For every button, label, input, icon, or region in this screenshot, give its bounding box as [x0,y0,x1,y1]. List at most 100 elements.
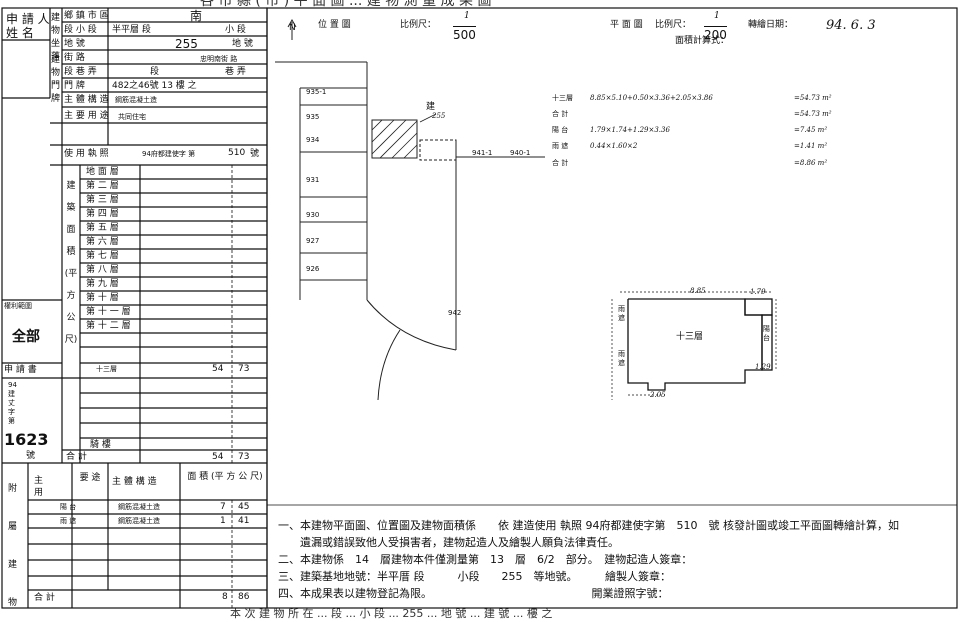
attached-header-use: 要 途 [79,473,101,483]
draw-date-label: 轉繪日期： [748,20,794,30]
floor-total-int: 54 [212,452,224,462]
floor-label: 第 六 層 [86,237,119,247]
location-section-key: 段 小 段 [64,25,97,35]
attached-total-int: 8 [222,592,228,602]
floor-label: 第 十 二 層 [86,321,131,331]
attached-header-area: 面 積 (平 方 公 尺) [187,472,263,482]
calc-formula: 1.79×1.74+1.29×3.36 [590,126,670,134]
doorplate-lane-key: 段 巷 弄 [64,67,97,77]
floors-side-label: 建 築 面 積 (平 方 公 尺) [64,181,78,345]
building-label: 建 [426,102,436,112]
room-label: 十三層 [676,332,704,342]
calc-result: =7.45 m² [794,126,828,134]
location-subsection-label: 小 段 [225,25,246,35]
floor-label: 第 四 層 [86,209,119,219]
lot-label: 935 [306,113,320,121]
applicant-label: 申 請 人 [6,12,50,26]
note-line: 四、本成果表以建物登記為限。 開業證照字號： [278,587,669,600]
floor-label: 第 七 層 [86,251,119,261]
lot-label: 927 [306,237,320,245]
location-side-label: 建物坐落 [51,13,61,62]
attached-header-main: 主 用 [34,476,44,498]
calc-key: 雨 遮 [552,142,569,150]
floor-label: 第 九 層 [86,279,119,289]
doorplate-lane-section: 段 [150,67,160,77]
calc-formula: 8.85×5.10+0.50×3.36+2.05×3.86 [590,94,713,102]
attached-row2-structure: 鋼筋混凝土造 [118,517,160,525]
attached-row2-use: 雨 遮 [60,517,77,525]
attached-row2-dec: 41 [238,516,250,526]
lot-label: 942 [448,309,462,317]
floor-label: 第 二 層 [86,181,119,191]
area-calc-label: 面積計算式： [675,36,730,46]
calc-result: =1.41 m² [794,142,828,150]
floor-plan-scale-den: 200 [704,26,727,42]
doorplate-side-label: 建物門牌 [51,55,61,104]
license-number: 510 [228,148,246,158]
doorplate-number-key: 門 牌 [64,81,85,91]
applicant-name-label: 姓 名 [6,26,34,40]
attached-total-label: 合 計 [34,593,55,603]
main-structure-value: 鋼筋混凝土造 [115,96,157,104]
license-key: 使 用 執 照 [64,149,109,159]
note-line: 遺漏或錯誤致他人受損害者，建物起造人及繪製人願負法律責任。 [278,536,619,549]
location-lot-value: 255 [175,37,198,51]
lot-label: 941-1 [472,149,493,157]
attached-row1-structure: 鋼筋混凝土造 [118,503,160,511]
doorplate-number-value: 482之46號 13 樓 之 [112,81,197,91]
license-value: 94府都建使字 第 [142,150,196,158]
attached-row2-int: 1 [220,516,226,526]
location-map-scale-label: 比例尺： [400,20,437,30]
floor-label: 第 十 一 層 [86,307,131,317]
location-section-value: 半平層 段 [112,25,151,35]
calc-result: =54.73 m² [794,110,832,118]
main-structure-key: 主 體 構 造 [64,95,109,105]
lot-label: 926 [306,265,320,273]
floor-plan-scale-num: 1 [714,11,720,21]
attached-side-label: 附屬建物 [8,484,18,608]
note-line: 三、建築基地地號：半平厝 段 小段 255 等地號。 繪製人簽章： [278,570,671,583]
floor-plan-title: 平 面 圖 [610,20,643,30]
note-line: 一、本建物平面圖、位置圖及建物面積係 依 建造使用 執照 94府都建使字第 51… [278,519,899,532]
doorplate-lane-value: 巷 弄 [225,67,246,77]
right-tag: 陽台 [763,325,770,342]
floor13-area-int: 54 [212,364,224,374]
lot-label: 935-1 [306,88,327,96]
location-map-title: 位 置 圖 [318,20,351,30]
left-tag-bottom: 雨遮 [618,350,625,367]
attached-row1-use: 陽 台 [60,503,77,511]
floor-label: 第 十 層 [86,293,119,303]
doorplate-street-value: 忠明南街 路 [200,55,238,63]
north-label: N [289,23,296,33]
application-label: 申 請 書 [4,365,37,375]
floor-label: 第 五 層 [86,223,119,233]
calc-key: 合 計 [552,110,569,118]
application-line: 建 [8,390,15,398]
dim-right-small: 1.29 [755,363,771,371]
calc-result: =8.86 m² [794,159,828,167]
floor-label: 第 三 層 [86,195,119,205]
license-suffix: 號 [250,149,260,159]
rights-value: 全部 [12,329,40,345]
application-suffix: 號 [26,451,36,461]
location-lot-suffix: 地 號 [232,39,253,49]
floor-label: 地 面 層 [86,167,119,177]
application-line: 94 [8,381,17,389]
location-district-key: 鄉 鎮 市 區 [64,11,109,21]
arcade-label: 騎 樓 [90,440,111,450]
rights-label: 權利範圍 [4,302,32,310]
application-line: 第 [8,417,15,425]
floor13-label: 十三層 [96,365,117,373]
location-map-scale-num: 1 [464,11,470,21]
attached-row1-dec: 45 [238,502,250,512]
main-use-key: 主 要 用 途 [64,111,109,121]
dim-bottom: 2.05 [650,391,666,399]
main-use-value: 共同住宅 [118,113,146,121]
lot-label: 930 [306,211,320,219]
floor-plan-scale-label: 比例尺： [655,20,692,30]
floor-label: 第 八 層 [86,265,119,275]
lot-label: 934 [306,136,320,144]
lot-label: 940-1 [510,149,531,157]
